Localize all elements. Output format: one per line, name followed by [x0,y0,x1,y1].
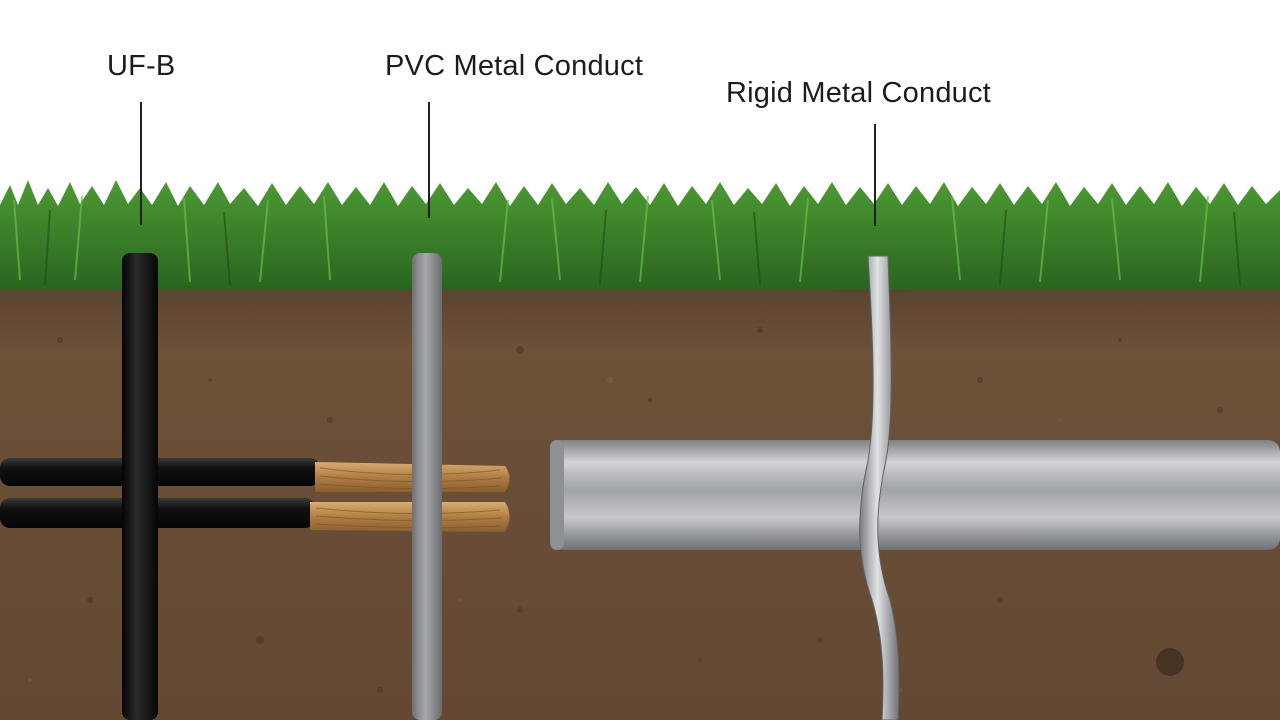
label-rigid-metal-conduct: Rigid Metal Conduct [726,77,991,109]
rigid-metal-pipe [550,440,1280,550]
uf-b-vertical-cable [122,253,158,720]
grass-layer [0,180,1280,290]
pvc-conduit [412,253,442,720]
uf-b-cable-bundle [0,458,510,532]
label-pvc-metal-conduct: PVC Metal Conduct [385,50,644,82]
rigid-metal-conduit-bent [859,255,900,720]
label-uf-b: UF-B [107,50,176,82]
